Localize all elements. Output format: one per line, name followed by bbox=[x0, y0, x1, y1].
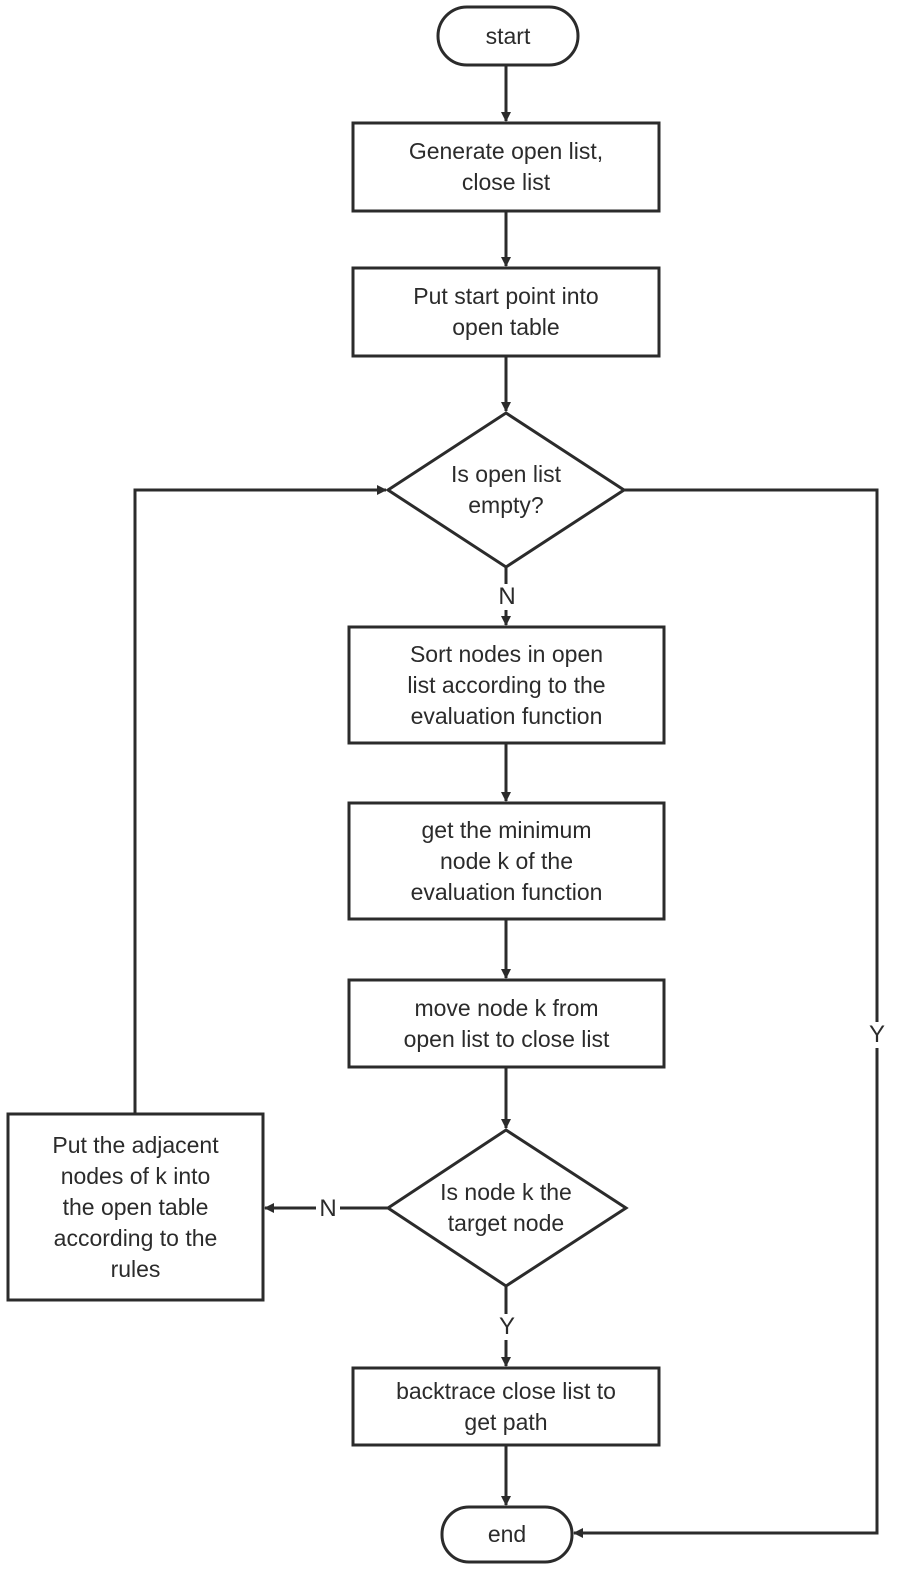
put-adjacent-box bbox=[6, 1112, 265, 1302]
edge-label-target-yes: Y bbox=[496, 1314, 518, 1340]
sort-nodes-box bbox=[347, 625, 666, 745]
get-min-node-label: get the minimum node k of the evaluation… bbox=[410, 816, 603, 905]
put-start-box bbox=[351, 266, 661, 358]
arrow-empty-yes-to-end bbox=[573, 488, 879, 1538]
is-target-label: Is node k the target node bbox=[440, 1179, 572, 1236]
put-adjacent-label: Put the adjacent nodes of k into the ope… bbox=[52, 1131, 219, 1282]
backtrace-label: backtrace close list to get path bbox=[396, 1377, 616, 1435]
put-start-label: Put start point into open table bbox=[413, 283, 599, 340]
edge-label-empty-no: N bbox=[496, 584, 518, 610]
arrow-put-adjacent-loop-back bbox=[133, 485, 387, 1114]
edge-label-target-no: N bbox=[316, 1196, 340, 1222]
end-label: end bbox=[487, 1521, 527, 1547]
start-label: start bbox=[485, 22, 531, 49]
sort-nodes-label: Sort nodes in open list according to the… bbox=[407, 640, 606, 729]
is-open-empty-label: Is open list empty? bbox=[451, 461, 561, 518]
generate-lists-label: Generate open list, close list bbox=[408, 138, 604, 195]
end-terminal-shape bbox=[440, 1505, 574, 1564]
move-node-label: move node k from open list to close list bbox=[403, 994, 610, 1052]
edge-label-empty-yes: Y bbox=[866, 1022, 888, 1048]
start-terminal-shape bbox=[436, 5, 580, 67]
move-node-box bbox=[347, 978, 666, 1069]
generate-lists-box bbox=[351, 121, 661, 213]
